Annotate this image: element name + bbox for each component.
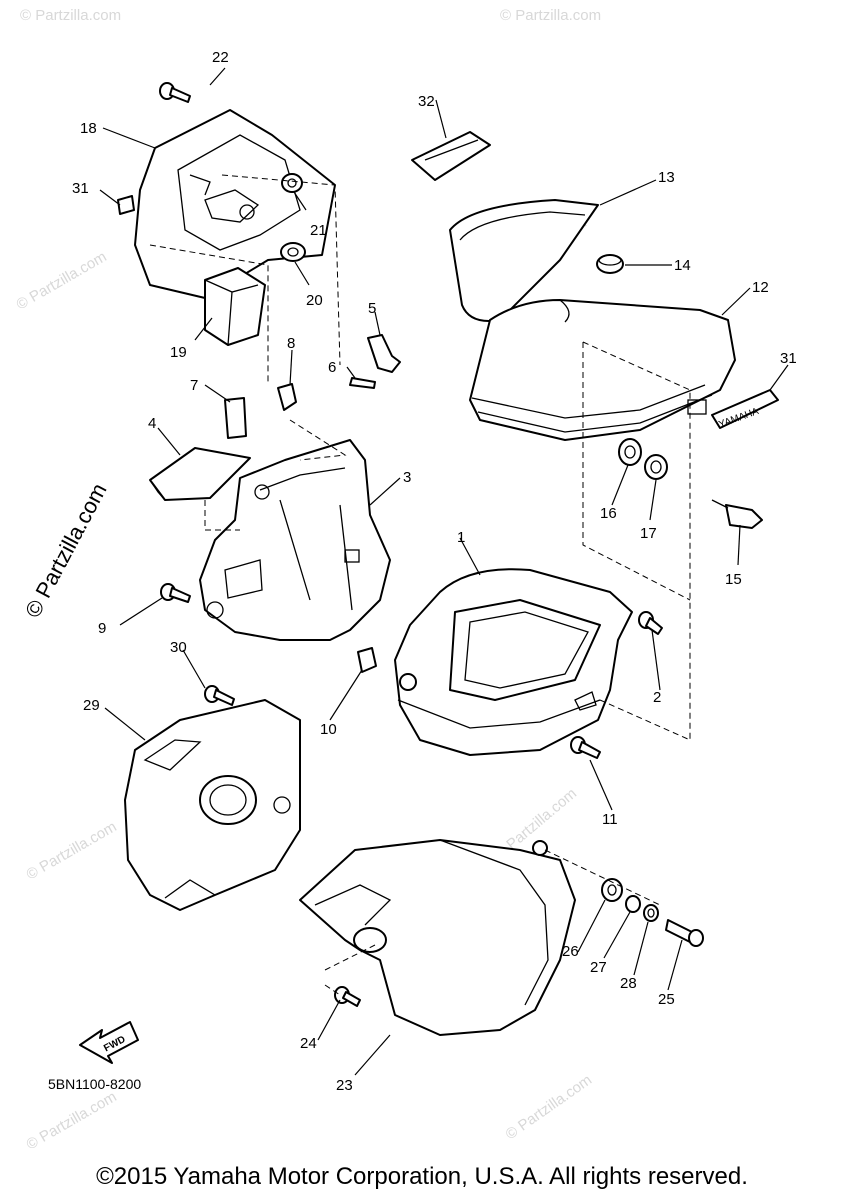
part-1-airbox [394, 568, 633, 756]
callout-12: 12 [752, 279, 769, 296]
part-10-clip [357, 647, 377, 673]
part-25-bolt [665, 919, 704, 947]
callout-18: 18 [80, 120, 97, 137]
callout-6: 6 [328, 359, 336, 376]
callout-5: 5 [368, 300, 376, 317]
part-19-foam [204, 267, 266, 346]
part-30-bolt [204, 685, 235, 706]
callout-25: 25 [658, 991, 675, 1008]
callout-27: 27 [590, 959, 607, 976]
part-2-bolt [638, 611, 663, 635]
callout-30: 30 [170, 639, 187, 656]
watermark-faint: © Partzilla.com [20, 7, 121, 24]
part-9-bolt [160, 583, 191, 603]
callout-10: 10 [320, 721, 337, 738]
callout-11: 11 [602, 811, 618, 828]
callout-7: 7 [190, 377, 198, 394]
part-4-foam [149, 447, 251, 501]
fwd-arrow-icon: FWD [79, 1021, 139, 1064]
part-29-cover [124, 699, 301, 911]
leader-lines [99, 67, 789, 1076]
part-27-spacer [625, 895, 641, 913]
part-17-grommet [644, 454, 668, 480]
callout-13: 13 [658, 169, 675, 186]
callout-2: 2 [653, 689, 661, 706]
callout-1: 1 [457, 529, 465, 546]
part-31-decal: YAMAHA [711, 389, 779, 431]
callout-9: 9 [98, 620, 106, 637]
part-6-rivet [349, 377, 376, 389]
callout-31: 31 [780, 350, 797, 367]
part-22-screw [159, 82, 191, 103]
callout-14: 14 [674, 257, 691, 274]
watermark-faint: © Partzilla.com [24, 818, 120, 883]
callout-32: 32 [418, 93, 435, 110]
part-11-bolt [570, 736, 601, 759]
callout-31: 31 [72, 180, 89, 197]
part-12-airbox-cover [469, 299, 736, 441]
part-15-drain-plug [711, 499, 763, 529]
callout-4: 4 [148, 415, 156, 432]
part-5-bracket [367, 334, 401, 373]
callouts: 1 2 3 4 5 6 7 8 9 10 11 12 13 14 15 16 1… [72, 49, 797, 1094]
callout-15: 15 [725, 571, 742, 588]
callout-24: 24 [300, 1035, 317, 1052]
assembly-lines [149, 174, 691, 996]
callout-28: 28 [620, 975, 637, 992]
part-32-pad [411, 131, 491, 181]
part-21-grommet [281, 173, 303, 193]
callout-16: 16 [600, 505, 617, 522]
part-14-grommet [596, 254, 624, 274]
callout-21: 21 [310, 222, 327, 239]
callout-29: 29 [83, 697, 100, 714]
catalog-code: 5BN1100-8200 [48, 1076, 142, 1092]
part-16-grommet [618, 438, 642, 466]
callout-19: 19 [170, 344, 187, 361]
part-3-bracket [199, 439, 391, 641]
watermark-faint: © Partzilla.com [14, 248, 110, 313]
part-28-washer [643, 904, 659, 922]
watermark-faint: © Partzilla.com [24, 1088, 120, 1153]
callout-3: 3 [403, 469, 411, 486]
part-7-pad [224, 397, 247, 439]
callout-22: 22 [212, 49, 229, 66]
part-26-collar [601, 878, 623, 902]
part-20-grommet [280, 242, 306, 262]
part-8-clip [277, 383, 297, 411]
callout-8: 8 [287, 335, 295, 352]
copyright-notice: ©2015 Yamaha Motor Corporation, U.S.A. A… [96, 1163, 748, 1190]
part-13-filter [449, 199, 599, 322]
part-23-duct [299, 839, 576, 1036]
part-31-decal-left [117, 195, 135, 215]
watermark-faint: © Partzilla.com [500, 7, 601, 24]
part-24-bolt [334, 986, 361, 1007]
callout-26: 26 [562, 943, 579, 960]
callout-20: 20 [306, 292, 323, 309]
watermark-faint: © Partzilla.com [503, 1071, 596, 1143]
callout-23: 23 [336, 1077, 353, 1094]
callout-17: 17 [640, 525, 657, 542]
